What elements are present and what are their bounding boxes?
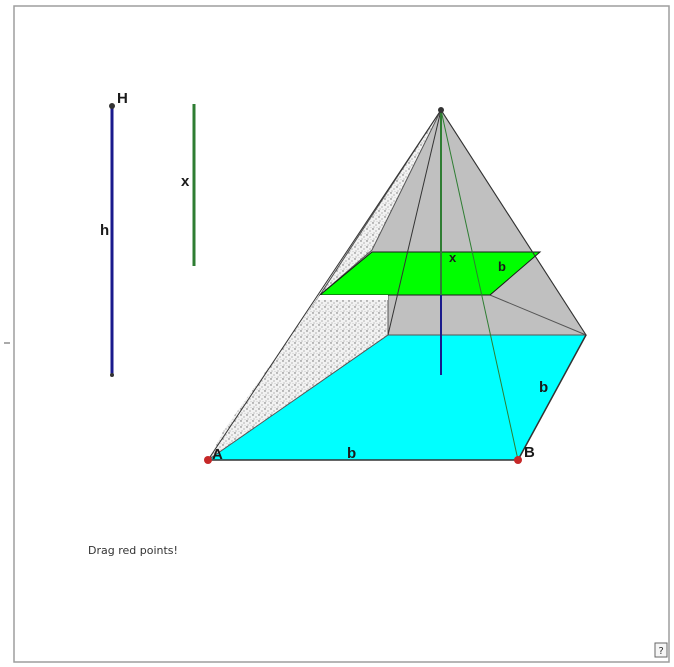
left-face-strip xyxy=(318,295,388,300)
edge-apex-C xyxy=(440,109,587,336)
edge-apex-D xyxy=(387,109,442,336)
label-b-bottom: b xyxy=(347,445,356,462)
edge-apex-A xyxy=(207,109,442,461)
h-ruler-top-point[interactable] xyxy=(109,103,115,109)
point-A-handle[interactable] xyxy=(204,456,212,464)
label-A: A xyxy=(212,446,223,463)
label-H: H xyxy=(117,90,128,107)
cross-section-square xyxy=(318,251,542,296)
label-b-cross: b xyxy=(498,259,506,274)
label-x-inner: x xyxy=(449,250,457,265)
label-x-ruler: x xyxy=(181,173,190,190)
h-ruler-bottom-point xyxy=(110,373,114,377)
help-button-label: ? xyxy=(658,646,664,657)
left-face-wedge xyxy=(208,295,388,460)
edge-apex-B xyxy=(440,109,519,461)
point-B-handle[interactable] xyxy=(514,456,522,464)
label-h: h xyxy=(100,222,109,239)
label-b-side: b xyxy=(539,379,548,396)
label-B: B xyxy=(524,444,535,461)
help-button[interactable]: ? xyxy=(654,642,668,658)
instruction-text: Drag red points! xyxy=(88,544,178,557)
base-edge-BC xyxy=(517,334,587,461)
apex-point xyxy=(438,107,444,113)
